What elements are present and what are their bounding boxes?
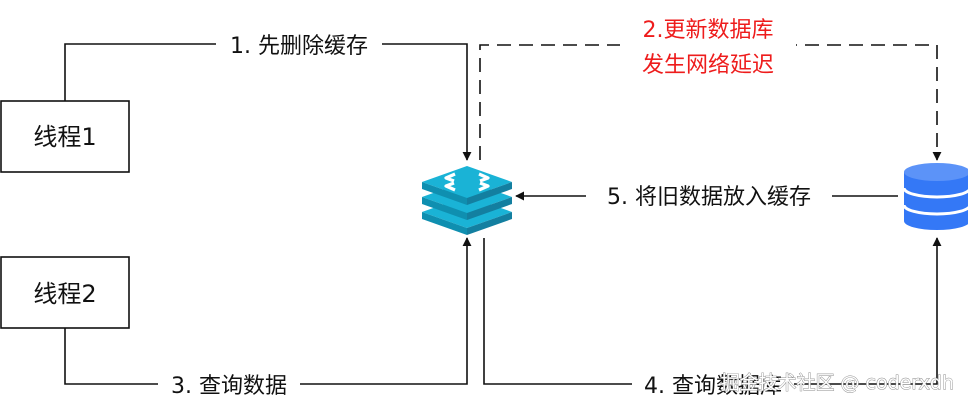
step4-label-group: 4. 查询数据库 [632,370,794,399]
step3-label: 3. 查询数据 [171,374,287,399]
database-icon [902,163,968,230]
redis-cache-icon [422,166,512,235]
step3-label-group: 3. 查询数据 [158,370,300,399]
step1-label: 1. 先删除缓存 [230,34,368,59]
thread2-label: 线程2 [33,280,96,308]
step2-label-group: 2.更新数据库 发生网络延迟 [620,18,796,80]
step5-label: 5. 将旧数据放入缓存 [607,185,811,210]
thread1-node: 线程1 [0,100,130,173]
step2-label-line1: 2.更新数据库 [643,18,774,43]
thread1-label: 线程1 [33,123,96,151]
edge-query-database [483,237,942,385]
step1-label-group: 1. 先删除缓存 [216,30,382,59]
step4-label: 4. 查询数据库 [644,374,782,399]
watermark: 掘金技术社区 @ coderxdh [720,372,954,394]
step5-label-group: 5. 将旧数据放入缓存 [586,182,832,210]
thread2-node: 线程2 [0,256,130,329]
step2-label-line2: 发生网络延迟 [642,53,774,78]
